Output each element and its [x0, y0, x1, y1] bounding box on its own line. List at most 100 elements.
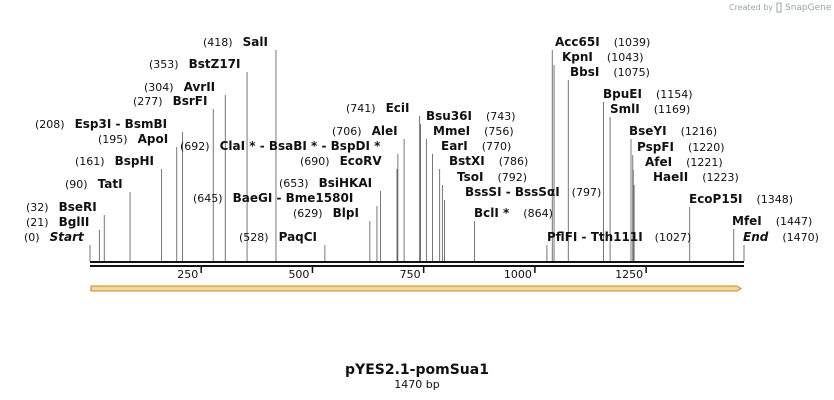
feature-arrow [90, 285, 742, 292]
site-name-ecii: EciI [386, 101, 410, 115]
site-position-haeii: (1223) [702, 171, 739, 184]
site-position-tati: (90) [65, 178, 88, 191]
site-position-sali: (418) [203, 36, 233, 49]
site-label-paqci: (528)PaqCI [239, 230, 317, 244]
site-label-ecorv: (690) EcoRV [300, 154, 382, 168]
site-labels: (0)Start(21)BglII(32)BseRI(90)TatI(161)B… [24, 35, 819, 244]
site-name-bsssi-bsss-i: BssSI - BssSαI [465, 185, 560, 199]
site-position-acc65i: (1039) [614, 36, 651, 49]
site-name-bsrfi: BsrFI [173, 94, 208, 108]
site-name-ecorv: EcoRV [340, 154, 383, 168]
site-label-bpuei: BpuEI(1154) [603, 87, 693, 101]
site-name-bseyi: BseYI [629, 124, 667, 138]
site-position-bseri: (32) [26, 201, 49, 214]
site-name-bglii: BglII [59, 215, 90, 229]
site-name-tati: TatI [98, 177, 123, 191]
site-position-bsssi-bsss-i: (797) [572, 186, 602, 199]
feature-arrow-shape [90, 285, 742, 292]
site-label-smli: SmlI (1169) [610, 102, 690, 116]
site-label-bglii: (21)BglII [26, 215, 89, 229]
site-label-bsihkai: (653)BsiHKAI [279, 176, 372, 190]
site-position-mfei: (1447) [776, 215, 813, 228]
site-label-kpni: KpnI(1043) [562, 50, 643, 64]
site-position-paqci: (528) [239, 231, 269, 244]
site-position-esp3i-bsmbi: (208) [35, 118, 65, 131]
site-name-bbsi: BbsI [570, 65, 599, 79]
site-label-tsoi: TsoI(792) [457, 170, 527, 184]
site-label-ecop15i: EcoP15I (1348) [689, 192, 793, 206]
site-label-acc65i: Acc65I (1039) [555, 35, 650, 49]
credit-text: Created by [729, 3, 773, 12]
site-name-ecop15i: EcoP15I [689, 192, 743, 206]
site-label-pflfi-tth111i: PflFI - Tth111I (1027) [547, 230, 691, 244]
site-name-blpi: BlpI [333, 206, 359, 220]
site-name-alei: AleI [372, 124, 398, 138]
site-position-ecorv: (690) [300, 155, 330, 168]
site-label-blpi: (629) BlpI [293, 206, 359, 220]
site-label-pspfi: PspFI (1220) [637, 140, 725, 154]
site-position-start: (0) [24, 231, 40, 244]
site-label-start: (0)Start [24, 230, 85, 244]
site-label-bsu36i: Bsu36I(743) [426, 109, 516, 123]
site-label-alei: (706)AleI [332, 124, 398, 138]
site-position-pflfi-tth111i: (1027) [655, 231, 692, 244]
snapgene-credit: Created by SnapGene [729, 2, 832, 13]
site-name-mfei: MfeI [732, 214, 762, 228]
site-label-bsphi: (161)BspHI [75, 154, 154, 168]
site-label-ecii: (741) EciI [346, 101, 409, 115]
site-position-bstxi: (786) [499, 155, 529, 168]
site-label-bsssi-bsss-i: BssSI - BssSαI (797) [465, 185, 601, 199]
site-name-esp3i-bsmbi: Esp3I - BsmBI [75, 117, 167, 131]
site-position-avrii: (304) [144, 81, 174, 94]
site-label-bseri: (32)BseRI [26, 200, 97, 214]
dna-backbone [90, 261, 744, 267]
site-position-tsoi: (792) [497, 171, 527, 184]
site-name-acc65i: Acc65I [555, 35, 600, 49]
site-position-mmei: (756) [484, 125, 514, 138]
site-name-end: End [743, 230, 769, 244]
plasmid-size: 1470 bp [394, 378, 439, 391]
site-label-bseyi: BseYI (1216) [629, 124, 717, 138]
site-name-mmei: MmeI [433, 124, 470, 138]
site-label-bsrfi: (277) BsrFI [133, 94, 207, 108]
tick-label: 1000 [504, 268, 532, 281]
site-label-haeii: HaeII (1223) [653, 170, 739, 184]
site-position-eari: (770) [482, 140, 512, 153]
site-label-mfei: MfeI (1447) [732, 214, 812, 228]
site-position-bstz17i: (353) [149, 58, 179, 71]
site-label-afei: AfeI (1221) [645, 155, 723, 169]
site-name-apoi: ApoI [138, 132, 169, 146]
site-name-pspfi: PspFI [637, 140, 674, 154]
site-name-sali: SalI [243, 35, 268, 49]
site-position-bseyi: (1216) [681, 125, 718, 138]
site-position-clai-bsabi-bspdi: (692) [180, 140, 210, 153]
plasmid-name: pYES2.1-pomSua1 [345, 362, 489, 378]
site-position-smli: (1169) [654, 103, 691, 116]
site-position-bsphi: (161) [75, 155, 105, 168]
site-connectors [89, 50, 745, 261]
site-name-afei: AfeI [645, 155, 672, 169]
site-label-clai-bsabi-bspdi: (692)ClaI * - BsaBI * - BspDI * [180, 139, 381, 153]
site-name-haeii: HaeII [653, 170, 688, 184]
site-label-bbsi: BbsI(1075) [570, 65, 650, 79]
site-position-blpi: (629) [293, 207, 323, 220]
site-position-ecii: (741) [346, 102, 376, 115]
site-name-pflfi-tth111i: PflFI - Tth111I [547, 230, 643, 244]
site-label-esp3i-bsmbi: (208) Esp3I - BsmBI [35, 117, 167, 131]
site-position-bsrfi: (277) [133, 95, 163, 108]
site-label-mmei: MmeI (756) [433, 124, 514, 138]
site-position-baegi-bme1580i: (645) [193, 192, 223, 205]
site-position-kpni: (1043) [607, 51, 644, 64]
site-label-sali: (418) SalI [203, 35, 268, 49]
site-position-ecop15i: (1348) [757, 193, 794, 206]
site-name-bstz17i: BstZ17I [189, 57, 241, 71]
site-name-bcli: BclI * [474, 206, 510, 220]
site-position-bcli: (864) [523, 207, 553, 220]
site-name-smli: SmlI [610, 102, 640, 116]
site-position-apoi: (195) [98, 133, 128, 146]
credit-brand: SnapGene [785, 3, 832, 13]
site-position-pspfi: (1220) [688, 141, 725, 154]
site-position-afei: (1221) [686, 156, 723, 169]
